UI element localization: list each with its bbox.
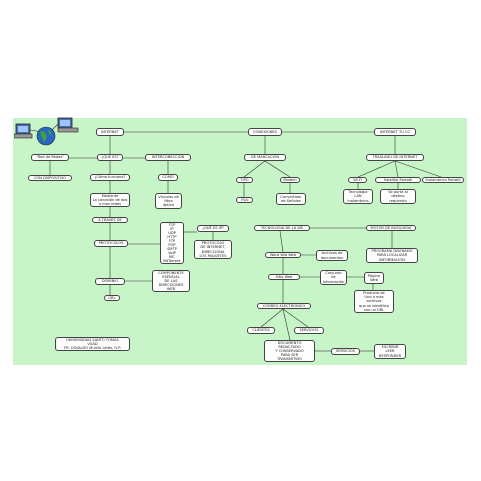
node-escribir-leer: ESCRIBIR LEER RESPONDER bbox=[374, 344, 406, 359]
node-documento-redactado: DOCUMENTO REDACTADO Y CONSERVADO PARA SE… bbox=[264, 340, 315, 362]
node-convertidor-senales: Convertidor de Señales bbox=[276, 193, 306, 205]
node-satelital-portatil: Satelital Portatil bbox=[375, 177, 421, 183]
node-correo-electronico: CORREO ELECTRONICO bbox=[257, 303, 311, 309]
node-protocol-list: TCP IP UDP HTTP FTP POP SMTP VoIP IRC Bi… bbox=[160, 222, 184, 264]
node-vinculos-fibra: Vinculos de fibra óptica bbox=[155, 193, 182, 209]
node-programa-localizar: PROGRAMA DISEÑADO PARA LOCALIZAR INFORMA… bbox=[366, 248, 418, 263]
node-fija: FIJA bbox=[236, 197, 253, 203]
node-conexiones: CONEXIONES bbox=[248, 128, 282, 136]
node-producto-archivos: Producto de Uno o mas archivos que se id… bbox=[354, 290, 394, 313]
node-mediante-conexion: Mediante La conexión de dos o mas redes bbox=[90, 193, 130, 207]
node-protocolo-internet: PROTOCOLO DE INTERNET, DIRECCIONA LOS PA… bbox=[194, 240, 232, 259]
node-componente-esencial: COMPONENTE ESENCIAL DE LAS DIRECCIONES W… bbox=[152, 270, 190, 292]
node-motor-busqueda: MOTOR DE BÚSQUEDA bbox=[366, 225, 416, 231]
node-world-wide-web: Word Wid Web bbox=[265, 252, 301, 258]
node-tecnologia-web: TECNOLOGIA DE LA WE bbox=[254, 225, 310, 231]
node-red-de-redes: "Red de Redes" bbox=[31, 154, 69, 161]
node-se-porta: Se porta al destino requerido bbox=[380, 189, 416, 204]
node-sitio-web: Sitio Web bbox=[268, 274, 300, 280]
node-archivos-documentos: Archivos de documentos bbox=[316, 250, 348, 261]
node-universidad: UNIVERSIDAD SANTO TOMAS VUAD FR. OSVALDO… bbox=[55, 337, 130, 351]
node-dominio: DOMINIO bbox=[95, 278, 125, 285]
node-modem: Modem bbox=[280, 177, 300, 183]
node-servicios-2: SERVICIOS bbox=[331, 348, 360, 355]
node-protocolos: PROTOCOLOS bbox=[94, 240, 128, 247]
node-servicios-1: SERVICIOS bbox=[294, 327, 324, 334]
node-clientes: CLIENTES bbox=[247, 327, 275, 334]
node-que-es: ¿QUE ES? bbox=[97, 154, 123, 161]
node-que-es-ip: ¿QUÉ ES IP? bbox=[197, 225, 229, 232]
node-internet-tu-cc: INTERNET TU CC bbox=[374, 128, 416, 136]
node-url: URL bbox=[104, 295, 120, 301]
node-conjunto-informacion: Conjunto de Información bbox=[320, 270, 347, 285]
node-inalambrica-portatil: Inalambrica Portatil bbox=[422, 177, 464, 183]
node-de-marcacion: DE MARCACIÓN bbox=[244, 154, 286, 161]
node-pagina-web: Página Web bbox=[364, 272, 384, 284]
node-a-traves-de: A TRAVÉS DE bbox=[92, 217, 128, 223]
node-internet: INTERNET bbox=[96, 128, 124, 136]
node-tipo: TIPO bbox=[236, 177, 253, 183]
networked-computers-globe-icon bbox=[14, 117, 79, 146]
node-con-dispositivo: CON DISPOSITIVO bbox=[28, 175, 72, 181]
node-interconexion: INTERCONECCIÓN bbox=[145, 154, 191, 161]
node-tecnologia-lan: Tecnologia LAN Inalambrica bbox=[343, 189, 373, 204]
node-como: CÓMO bbox=[158, 174, 178, 181]
node-traslado-internet: TRASLADO DE INTERNET bbox=[366, 154, 424, 161]
node-como-funciona: ¿Cómo funciona? bbox=[90, 174, 130, 181]
node-wifi: Wi-Fi bbox=[348, 177, 367, 183]
